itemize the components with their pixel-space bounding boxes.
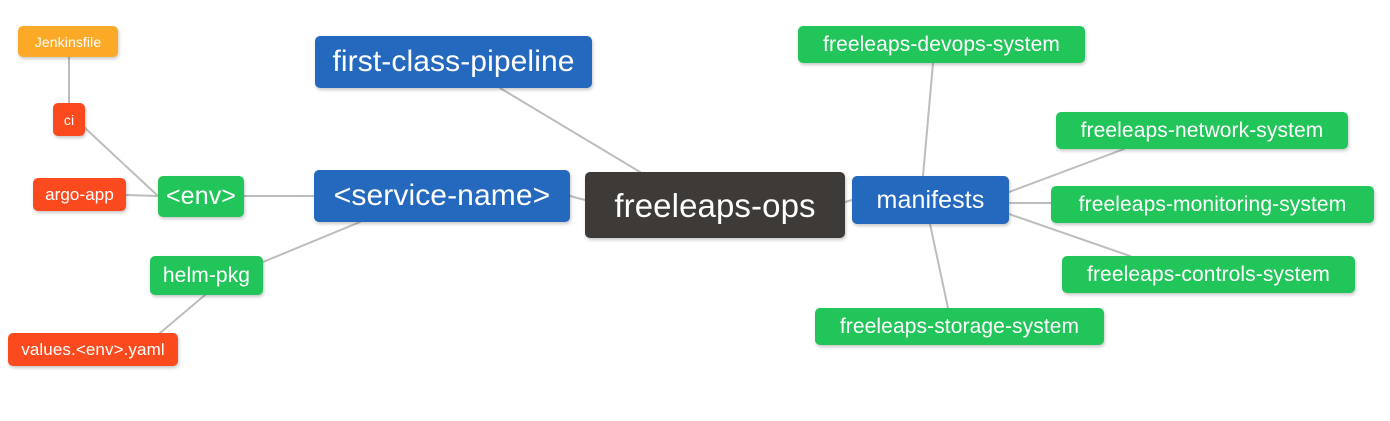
edge-manifests-to-devops_system xyxy=(922,62,934,177)
node-label-values-yaml: values.<env>.yaml xyxy=(21,340,165,359)
node-label-first-class-pipeline: first-class-pipeline xyxy=(332,45,575,78)
edge-service_name-to-freeleaps_ops xyxy=(569,195,586,201)
node-label-freeleaps-controls-system: freeleaps-controls-system xyxy=(1087,263,1330,286)
edge-manifests-to-storage_system xyxy=(929,223,949,309)
node-freeleaps-storage-system[interactable]: freeleaps-storage-system xyxy=(815,308,1104,345)
node-label-argo-app: argo-app xyxy=(45,185,114,204)
node-argo-app[interactable]: argo-app xyxy=(33,178,126,211)
edge-helm_pkg-to-service_name xyxy=(262,221,361,263)
node-ci[interactable]: ci xyxy=(53,103,85,136)
node-label-manifests: manifests xyxy=(876,185,985,214)
node-freeleaps-devops-system[interactable]: freeleaps-devops-system xyxy=(798,26,1085,63)
node-helm-pkg[interactable]: helm-pkg xyxy=(150,256,263,295)
edge-values_yaml-to-helm_pkg xyxy=(159,294,206,334)
node-freeleaps-network-system[interactable]: freeleaps-network-system xyxy=(1056,112,1348,149)
node-label-freeleaps-network-system: freeleaps-network-system xyxy=(1080,119,1324,142)
node-label-freeleaps-devops-system: freeleaps-devops-system xyxy=(823,33,1060,56)
node-first-class-pipeline[interactable]: first-class-pipeline xyxy=(315,36,592,88)
node-service-name[interactable]: <service-name> xyxy=(314,170,570,222)
node-label-env: <env> xyxy=(165,182,236,210)
edge-freeleaps_ops-to-manifests xyxy=(844,199,853,203)
node-label-ci: ci xyxy=(63,111,75,128)
node-env[interactable]: <env> xyxy=(158,176,244,217)
node-manifests[interactable]: manifests xyxy=(852,176,1009,224)
node-label-freeleaps-monitoring-system: freeleaps-monitoring-system xyxy=(1078,193,1347,216)
edge-first_class-to-freeleaps_ops xyxy=(499,87,641,173)
node-values-yaml[interactable]: values.<env>.yaml xyxy=(8,333,178,366)
node-label-freeleaps-ops: freeleaps-ops xyxy=(614,186,816,224)
node-freeleaps-monitoring-system[interactable]: freeleaps-monitoring-system xyxy=(1051,186,1374,223)
node-label-service-name: <service-name> xyxy=(333,179,551,212)
node-label-helm-pkg: helm-pkg xyxy=(162,264,251,287)
edge-argo_app-to-env xyxy=(125,194,159,197)
node-label-freeleaps-storage-system: freeleaps-storage-system xyxy=(839,315,1080,338)
node-label-jenkinsfile: Jenkinsfile xyxy=(34,33,102,50)
node-freeleaps-ops[interactable]: freeleaps-ops xyxy=(585,172,845,238)
node-freeleaps-controls-system[interactable]: freeleaps-controls-system xyxy=(1062,256,1355,293)
node-jenkinsfile[interactable]: Jenkinsfile xyxy=(18,26,118,57)
